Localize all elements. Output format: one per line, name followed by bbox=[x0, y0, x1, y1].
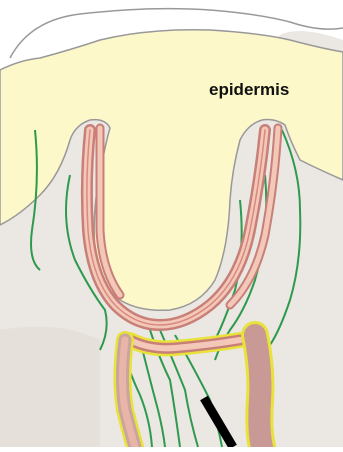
dermis-lower bbox=[0, 327, 100, 447]
epidermis-label: epidermis bbox=[209, 80, 289, 100]
